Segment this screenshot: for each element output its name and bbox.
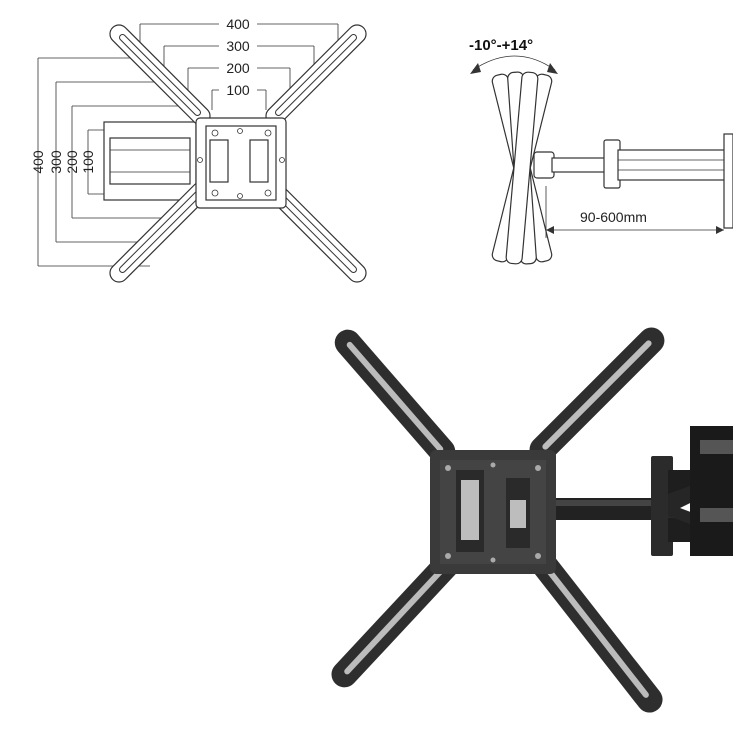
vesa-dimension-drawing: 400 300 200 100 400 300 200 100 (30, 15, 367, 283)
side-arm-outline (533, 133, 733, 229)
dim-h-300: 300 (226, 38, 250, 54)
mount-arms (331, 327, 665, 713)
dim-h-200: 200 (226, 60, 250, 76)
tilt-arrow-left (470, 63, 481, 74)
dim-v-300: 300 (48, 150, 64, 174)
arm-outline (103, 121, 197, 201)
dim-v-400: 400 (30, 150, 46, 174)
dim-h-400: 400 (226, 16, 250, 32)
tilt-arrow-right (547, 63, 558, 74)
extension-range-label: 90-600mm (580, 209, 647, 225)
mount-plate (430, 450, 556, 574)
product-photo (331, 327, 733, 713)
center-plate-outline (195, 117, 287, 209)
side-view-drawing: -10°-+14° (469, 37, 733, 265)
swing-arm (545, 426, 733, 556)
tilt-range-label: -10°-+14° (469, 37, 533, 54)
dim-v-200: 200 (64, 150, 80, 174)
bracket-arms-outline (109, 24, 367, 283)
dim-h-100: 100 (226, 82, 250, 98)
tilt-panels (491, 71, 553, 265)
dim-v-100: 100 (80, 150, 96, 174)
